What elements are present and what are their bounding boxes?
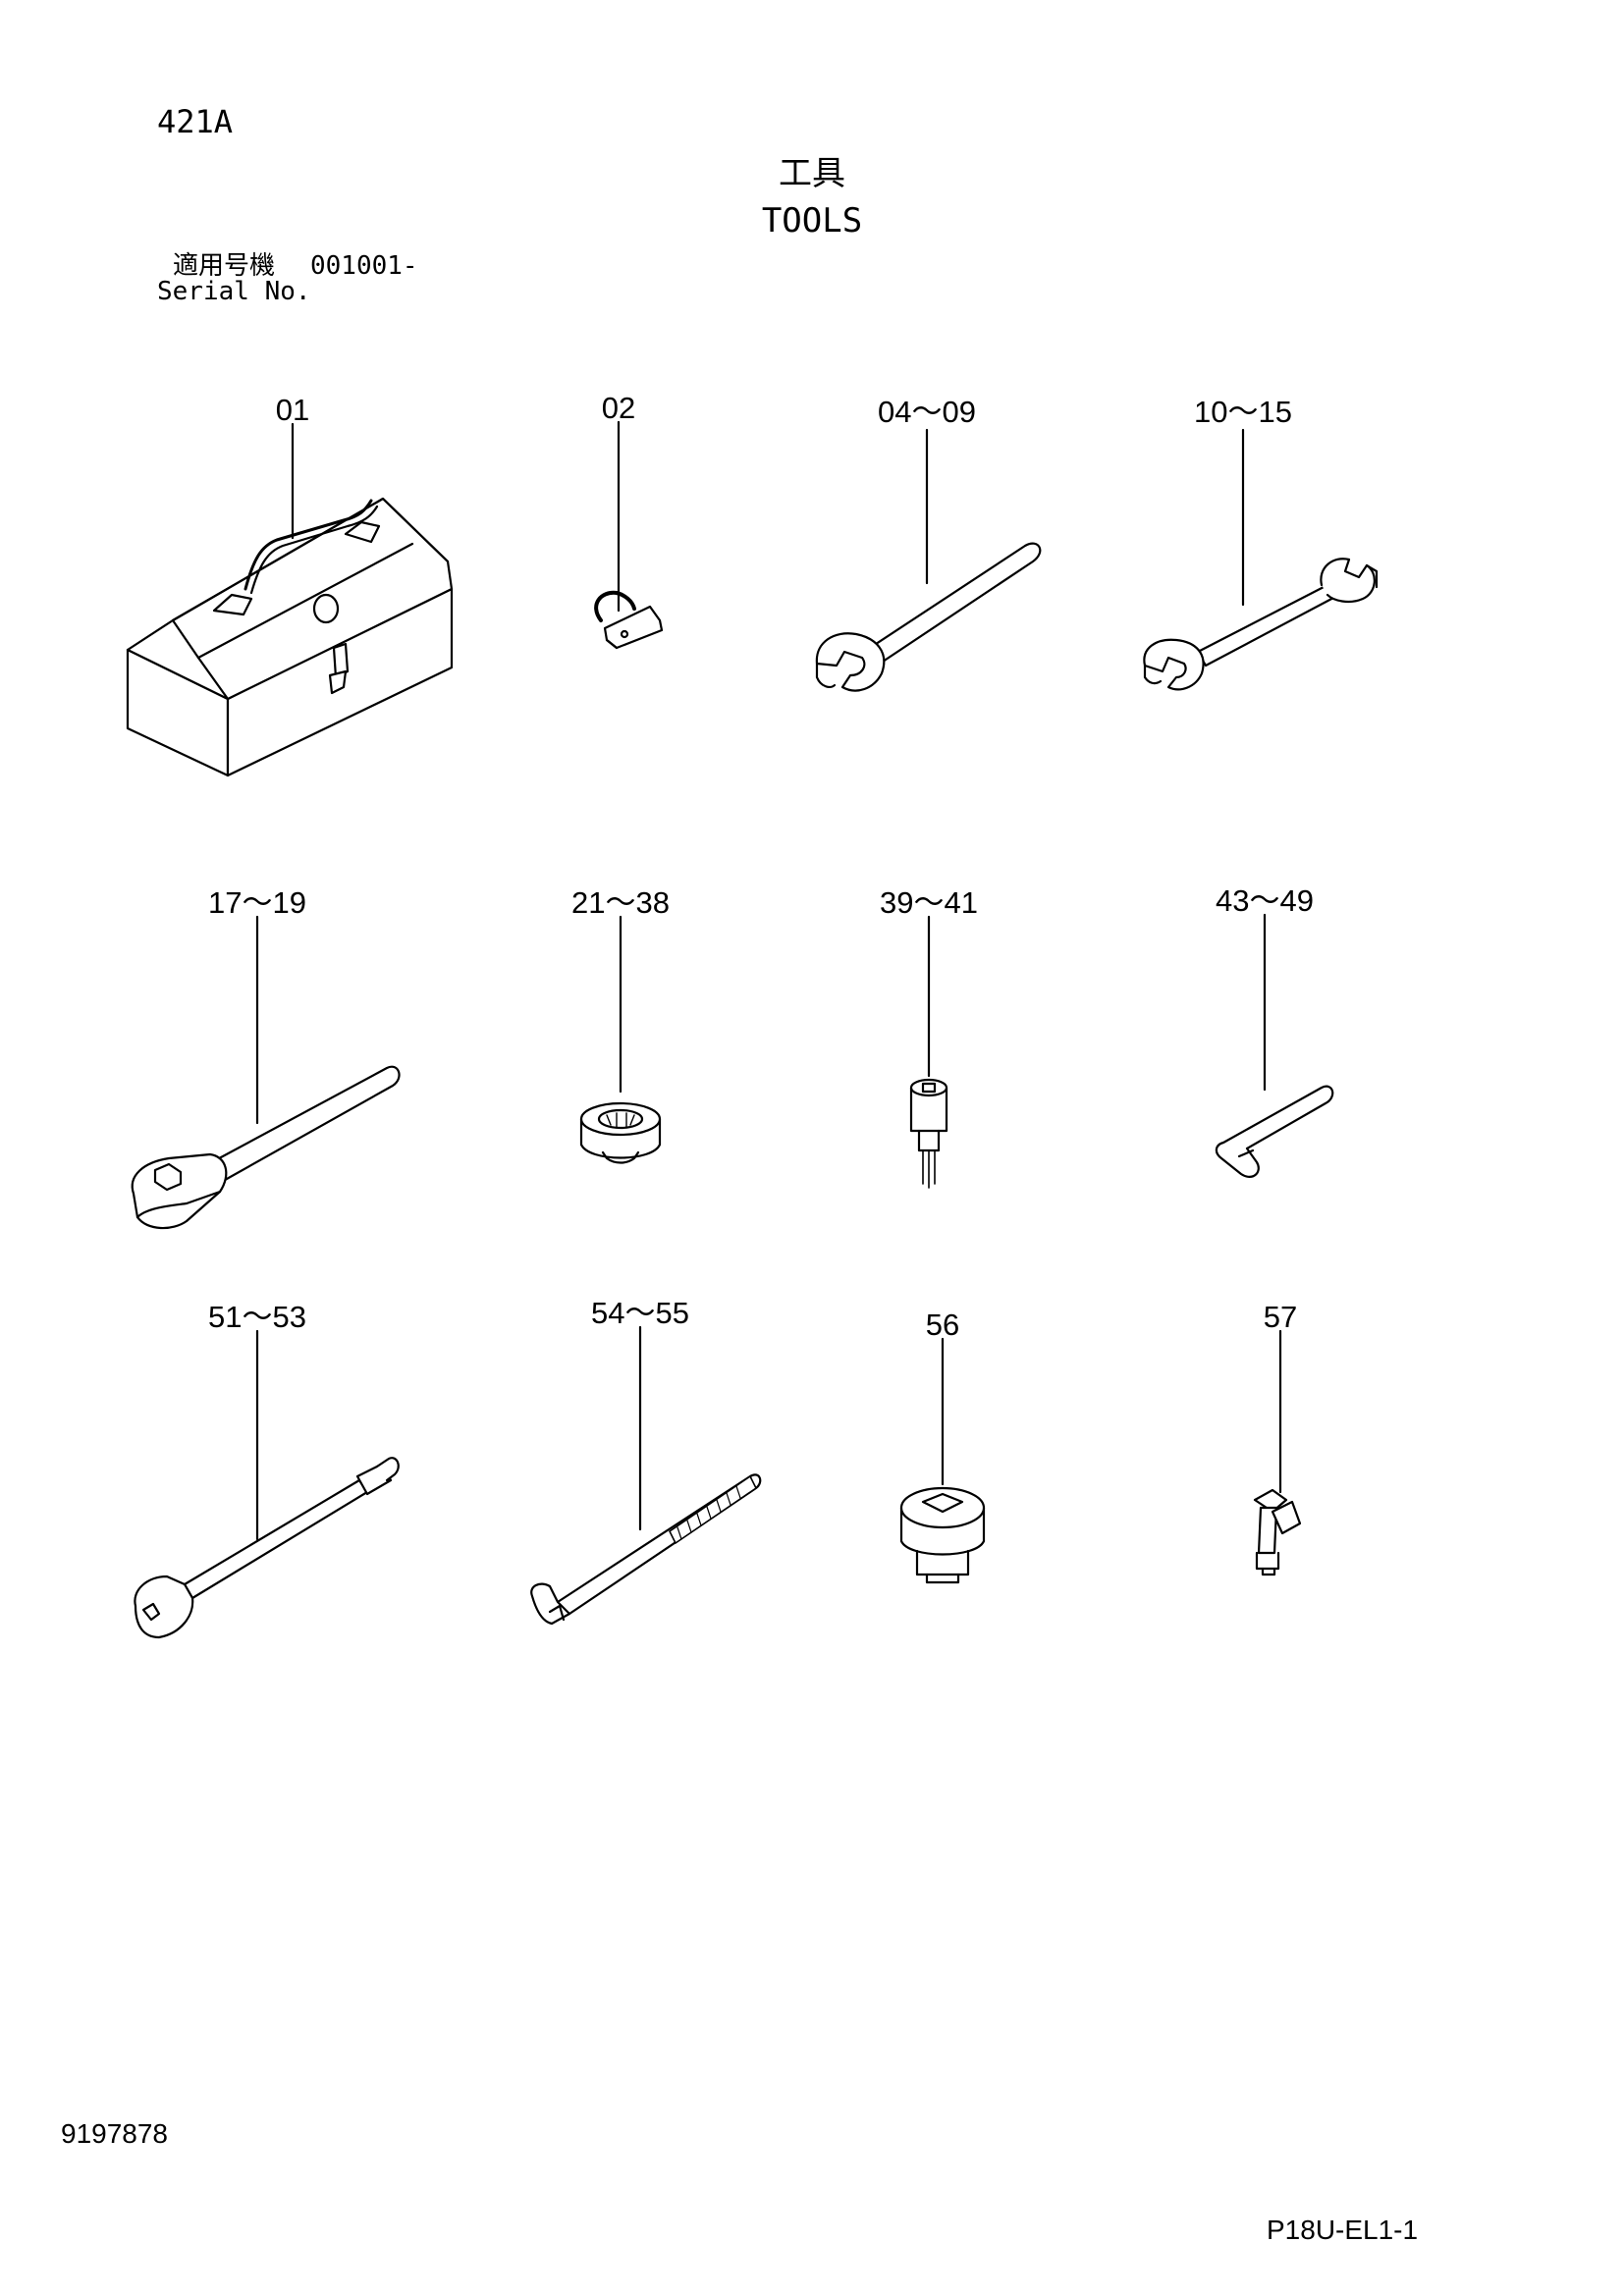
large-socket-drawing [901, 1339, 984, 1582]
ratchet-handle-drawing [133, 917, 400, 1228]
socket-drawing [581, 917, 660, 1163]
toolbox-drawing [128, 424, 452, 775]
double-end-wrench-drawing [1144, 430, 1377, 689]
hex-key-drawing [1217, 915, 1332, 1177]
l-wrench-bolt-drawing [531, 1327, 760, 1624]
callout-label-single-end-wrench: 04～09 [878, 395, 976, 429]
extension-bar-drawing [135, 1331, 398, 1637]
callout-label-hex-bit-socket: 39～41 [880, 885, 978, 920]
serial-label-english: Serial No. [157, 277, 311, 306]
document-number: 9197878 [61, 2118, 169, 2149]
lock-drawing [596, 422, 662, 648]
callout-label-toolbox: 01 [275, 393, 310, 427]
adapter-drawing [1255, 1331, 1300, 1575]
callout-label-l-wrench-bolt: 54～55 [591, 1296, 689, 1330]
hex-bit-socket-drawing [911, 917, 947, 1188]
title-english: TOOLS [761, 201, 863, 240]
serial-number-value: 001001- [310, 251, 418, 281]
single-end-wrench-drawing [817, 430, 1040, 691]
serial-label-japanese: 適用号機 [173, 251, 276, 281]
callout-label-double-end-wrench: 10～15 [1194, 395, 1292, 429]
drawing-page-code: 421A [157, 103, 234, 140]
callout-label-lock: 02 [601, 391, 636, 425]
callout-label-large-socket: 56 [925, 1308, 960, 1342]
callout-label-socket: 21～38 [571, 885, 670, 920]
title-japanese: 工具 [779, 154, 845, 193]
callout-label-hex-key: 43～49 [1216, 883, 1314, 918]
callout-label-extension-bar: 51～53 [208, 1300, 306, 1334]
callout-label-adapter: 57 [1263, 1300, 1298, 1334]
drawing-reference-code: P18U-EL1-1 [1267, 2215, 1419, 2245]
callout-label-ratchet-handle: 17～19 [208, 885, 306, 920]
